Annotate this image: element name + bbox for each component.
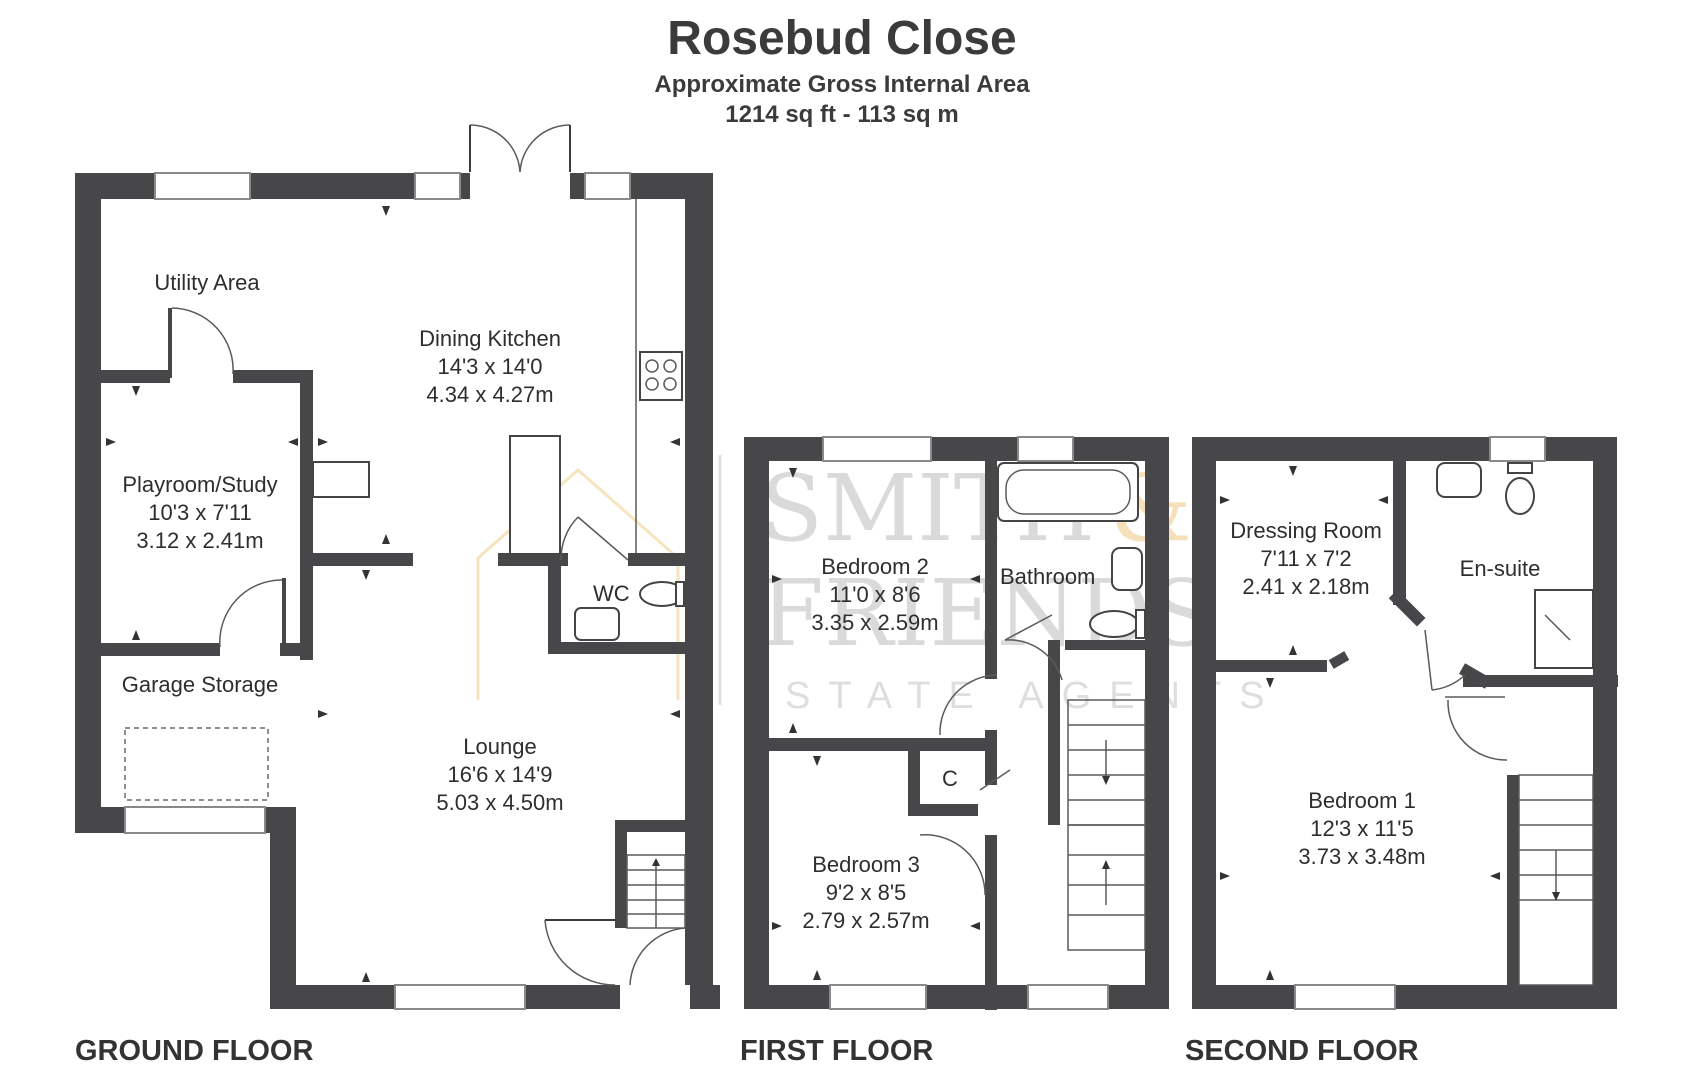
stairs	[626, 854, 686, 929]
floor-label-ground: GROUND FLOOR	[75, 1035, 313, 1067]
basin-icon	[1436, 462, 1482, 498]
room-name-ensuite: En-suite	[1460, 556, 1541, 581]
first-floor-plan: Bedroom 2 11'0 x 8'6 3.35 x 2.59m Bathro…	[740, 436, 1169, 1067]
room-size-imperial: 10'3 x 7'11	[148, 500, 251, 525]
area-value: 1214 sq ft - 113 sq m	[725, 101, 958, 128]
room-size-metric: 3.12 x 2.41m	[136, 528, 263, 553]
basin-icon	[574, 607, 620, 641]
room-name-wc: WC	[593, 581, 630, 606]
window	[1017, 436, 1074, 462]
garage-door-outline	[124, 727, 269, 801]
french-doors	[469, 124, 571, 173]
room-name-bathroom: Bathroom	[1000, 564, 1095, 589]
window	[1489, 436, 1546, 462]
room-size-metric: 2.41 x 2.18m	[1242, 574, 1369, 599]
chimney-breast	[509, 435, 561, 555]
window	[414, 172, 461, 200]
room-size-imperial: 14'3 x 14'0	[437, 354, 542, 379]
plan-title: Rosebud Close	[667, 12, 1016, 65]
window	[124, 806, 266, 834]
room-name-dining-kitchen: Dining Kitchen	[419, 326, 561, 351]
plan-header: Rosebud Close Approximate Gross Internal…	[654, 12, 1030, 128]
window	[1027, 984, 1109, 1010]
room-name-bedroom3: Bedroom 3	[812, 852, 920, 877]
room-size-metric: 5.03 x 4.50m	[436, 790, 563, 815]
bath-icon	[997, 462, 1139, 522]
room-size-imperial: 11'0 x 8'6	[829, 582, 920, 607]
window	[154, 172, 251, 200]
window	[394, 984, 526, 1010]
room-name-garage: Garage Storage	[122, 672, 279, 697]
floor-label-second: SECOND FLOOR	[1185, 1035, 1419, 1067]
window	[829, 984, 927, 1010]
floor-label-first: FIRST FLOOR	[740, 1035, 933, 1067]
room-size-imperial: 12'3 x 11'5	[1310, 816, 1413, 841]
window	[822, 436, 932, 462]
basin-icon	[1111, 547, 1143, 591]
watermark-line3: STATE AGENTS	[785, 675, 1283, 717]
room-size-imperial: 9'2 x 8'5	[826, 880, 907, 905]
room-size-imperial: 7'11 x 7'2	[1260, 546, 1351, 571]
hob-icon	[639, 351, 683, 401]
ground-floor-plan: Utility Area Dining Kitchen 14'3 x 14'0 …	[75, 124, 720, 1067]
room-name-bedroom1: Bedroom 1	[1308, 788, 1416, 813]
window	[1294, 984, 1396, 1010]
room-name-lounge: Lounge	[463, 734, 536, 759]
room-size-metric: 4.34 x 4.27m	[426, 382, 553, 407]
room-name-cupboard: C	[942, 766, 958, 791]
room-name-utility: Utility Area	[154, 270, 260, 295]
room-size-metric: 2.79 x 2.57m	[802, 908, 929, 933]
room-name-dressing: Dressing Room	[1230, 518, 1382, 543]
shower-icon	[1534, 589, 1594, 669]
toilet-icon	[1505, 477, 1535, 515]
room-name-bedroom2: Bedroom 2	[821, 554, 929, 579]
room-size-metric: 3.35 x 2.59m	[811, 610, 938, 635]
room-size-imperial: 16'6 x 14'9	[447, 762, 552, 787]
stairs	[1067, 699, 1146, 951]
stairs	[1518, 774, 1594, 986]
toilet-icon	[1089, 610, 1139, 638]
room-name-playroom: Playroom/Study	[122, 472, 277, 497]
room-size-metric: 3.73 x 3.48m	[1298, 844, 1425, 869]
second-floor-plan: Dressing Room 7'11 x 7'2 2.41 x 2.18m En…	[1185, 436, 1618, 1067]
area-label: Approximate Gross Internal Area	[654, 71, 1030, 98]
window	[584, 172, 631, 200]
